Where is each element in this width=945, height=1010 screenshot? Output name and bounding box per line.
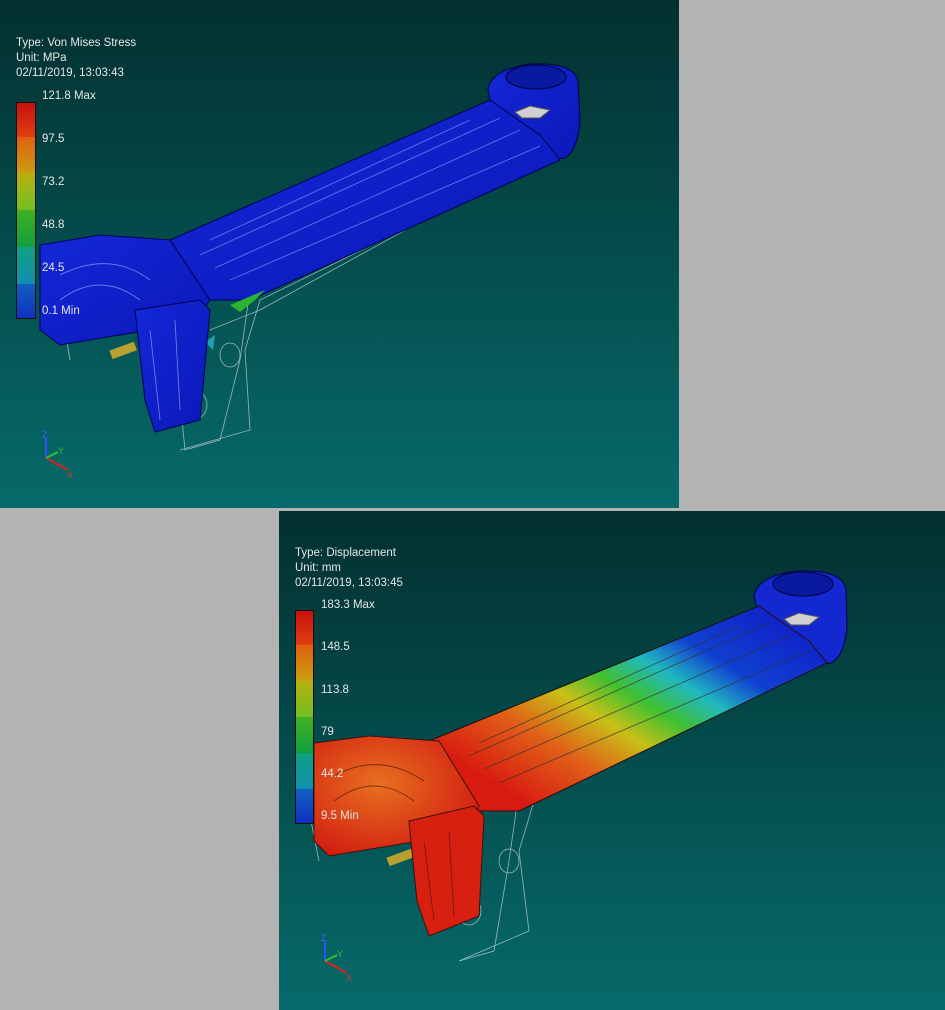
axis-x-label: X bbox=[346, 973, 352, 983]
stress-result-viewport[interactable]: Type: Von Mises Stress Unit: MPa 02/11/2… bbox=[0, 0, 679, 508]
axis-z-label: Z bbox=[321, 933, 327, 943]
color-legend-bar bbox=[16, 102, 36, 319]
result-type-label: Type: Von Mises Stress bbox=[16, 37, 137, 49]
result-timestamp: 02/11/2019, 13:03:43 bbox=[16, 67, 124, 79]
legend-tick-label: 73.2 bbox=[42, 176, 65, 188]
result-unit-label: Unit: mm bbox=[295, 562, 341, 574]
result-type-label: Type: Displacement bbox=[295, 547, 396, 559]
result-timestamp: 02/11/2019, 13:03:45 bbox=[295, 577, 403, 589]
legend-tick-label: 113.8 bbox=[321, 684, 349, 696]
result-info: Type: Displacement Unit: mm 02/11/2019, … bbox=[295, 546, 403, 591]
big-end-cap bbox=[134, 299, 211, 433]
big-end-cap bbox=[408, 805, 485, 937]
axis-x-label: X bbox=[67, 470, 73, 480]
legend-tick-label: 24.5 bbox=[42, 262, 65, 274]
axis-z-label: Z bbox=[42, 430, 48, 440]
result-info: Type: Von Mises Stress Unit: MPa 02/11/2… bbox=[16, 36, 136, 81]
displacement-result-viewport[interactable]: Type: Displacement Unit: mm 02/11/2019, … bbox=[279, 511, 945, 1010]
legend-tick-label: 48.8 bbox=[42, 219, 65, 231]
legend-tick-label: 148.5 bbox=[321, 641, 350, 653]
bolt bbox=[386, 848, 414, 867]
axis-y-label: Y bbox=[58, 446, 64, 456]
connecting-rod-model[interactable] bbox=[279, 511, 945, 1010]
legend-max-label: 121.8 Max bbox=[42, 90, 96, 102]
legend-tick-label: 79 bbox=[321, 726, 334, 738]
legend-tick-label: 97.5 bbox=[42, 133, 65, 145]
legend-min-label: 0.1 Min bbox=[42, 305, 80, 317]
bolt bbox=[109, 341, 137, 360]
axis-y-label: Y bbox=[337, 949, 343, 959]
legend-tick-label: 44.2 bbox=[321, 768, 344, 780]
legend-max-label: 183.3 Max bbox=[321, 599, 375, 611]
axis-triad: Z Y X bbox=[321, 933, 352, 983]
color-legend-bar bbox=[295, 610, 314, 824]
rod-beam bbox=[428, 605, 828, 812]
result-unit-label: Unit: MPa bbox=[16, 52, 67, 64]
axis-triad: Z Y X bbox=[42, 430, 73, 480]
stress-hotspot bbox=[230, 290, 265, 312]
connecting-rod-model[interactable] bbox=[0, 0, 679, 508]
legend-min-label: 9.5 Min bbox=[321, 810, 359, 822]
